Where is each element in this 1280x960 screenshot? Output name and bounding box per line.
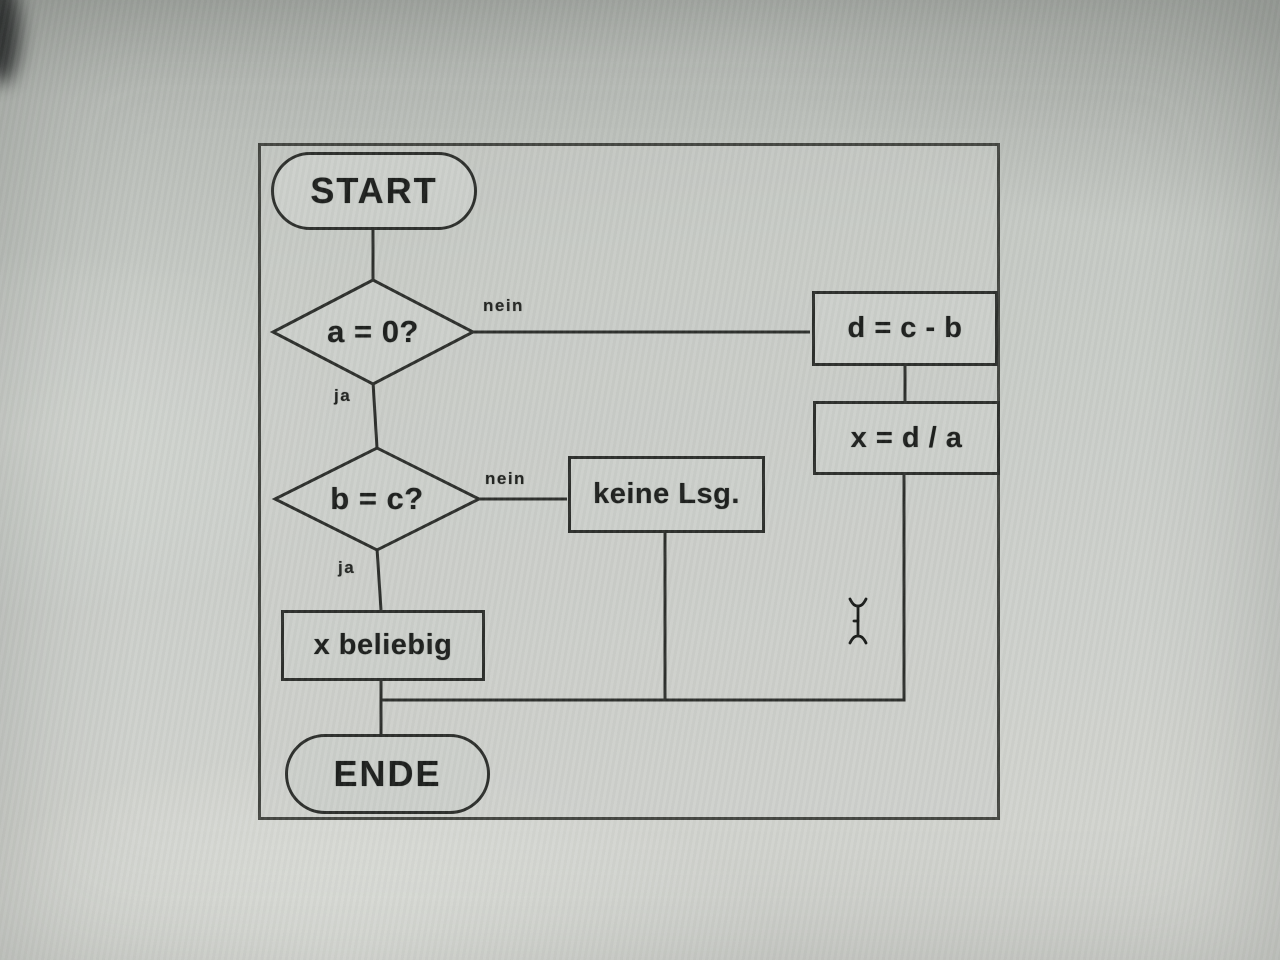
cursor-top <box>848 597 868 608</box>
decision-b-label: b = c? <box>330 481 424 516</box>
edge-decision-b-ja <box>375 547 383 611</box>
decision-a-yes-label: ja <box>334 386 352 405</box>
process-x-label: x = d / a <box>850 421 963 454</box>
decision-a-diamond <box>269 278 477 386</box>
camera-shadow-blob <box>0 0 20 84</box>
edge-decision-a-ja <box>371 381 379 449</box>
i-beam-text-cursor-icon <box>848 597 868 645</box>
no-solution-label: keine Lsg. <box>593 478 740 510</box>
start-node: START <box>271 152 477 230</box>
process-x-node: x = d / a <box>813 401 1000 475</box>
process-d-node: d = c - b <box>812 291 998 366</box>
end-label: ENDE <box>333 753 442 794</box>
edge-process-x-to-join <box>381 472 906 702</box>
any-x-label: x beliebig <box>313 629 453 661</box>
any-x-node: x beliebig <box>281 610 485 681</box>
decision-b-yes-label: ja <box>338 558 356 577</box>
decision-a-no-label: nein <box>483 296 524 315</box>
end-node: ENDE <box>285 734 490 814</box>
decision-b-diamond <box>271 446 483 552</box>
edge-process-d-to-process-x <box>903 366 907 402</box>
decision-a-label: a = 0? <box>327 314 419 349</box>
process-d-label: d = c - b <box>847 312 963 344</box>
start-label: START <box>310 170 438 211</box>
decision-b-no-label: nein <box>485 469 526 488</box>
flowchart-canvas: START a = 0? nein ja d = c - b x = d / a… <box>258 143 1000 820</box>
connector-lines <box>269 230 906 734</box>
no-solution-node: keine Lsg. <box>568 456 765 533</box>
cursor-bottom <box>848 634 868 645</box>
